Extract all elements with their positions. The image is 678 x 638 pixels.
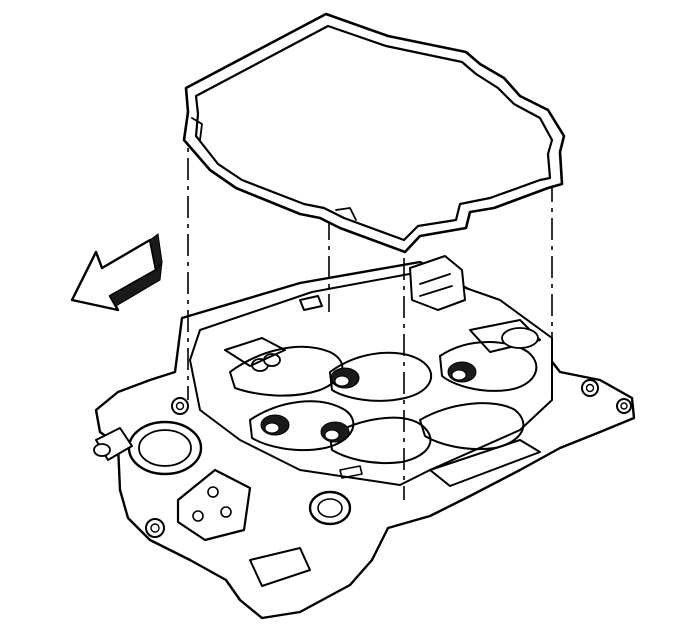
gasket-outer-edge: [182, 12, 566, 254]
intake-manifold: [93, 255, 636, 620]
front-direction-arrow: [70, 233, 163, 312]
runner-right-front: [419, 402, 525, 451]
runner-center-front: [329, 416, 432, 465]
throttle-mount: [409, 255, 466, 311]
intake-gasket: [182, 12, 566, 254]
egr-flange: [176, 468, 252, 542]
runner-right-rear: [439, 341, 538, 392]
runner-center-rear: [329, 351, 432, 402]
runner-left-front: [249, 400, 355, 452]
gasket-inner-edge: [194, 24, 554, 242]
